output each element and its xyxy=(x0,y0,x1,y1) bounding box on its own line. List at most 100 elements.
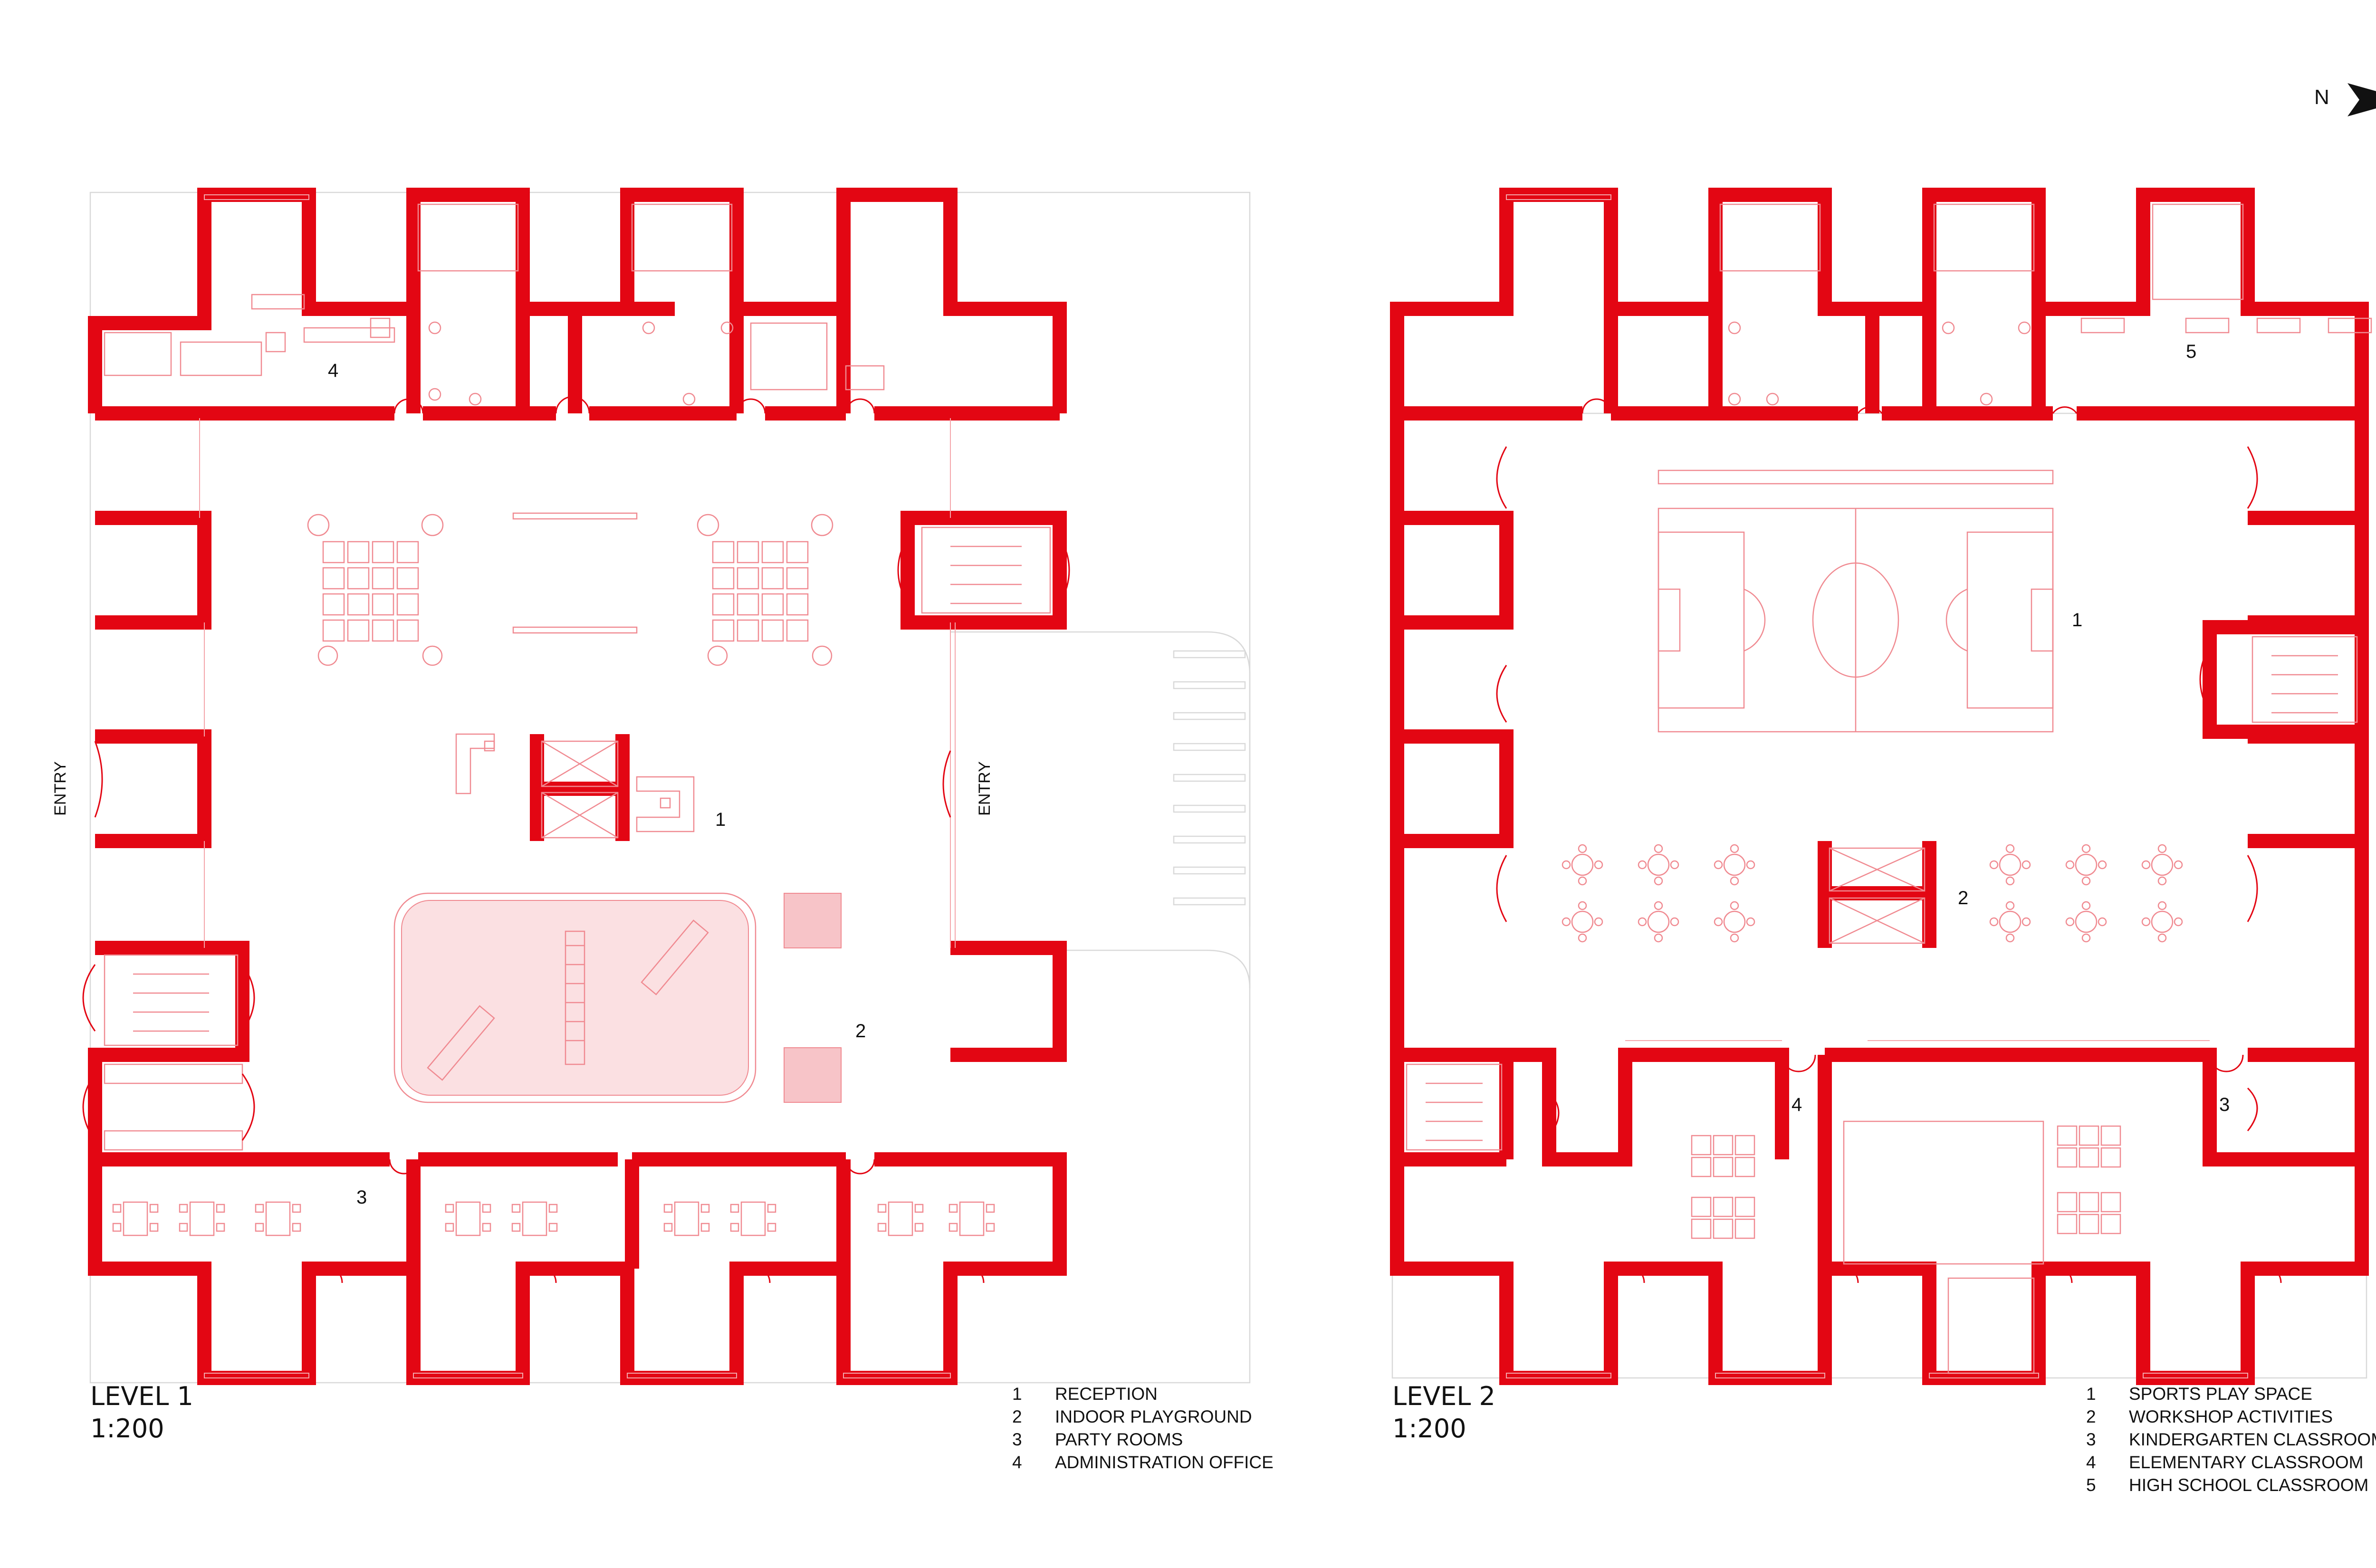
furniture-piece xyxy=(2100,1125,2121,1146)
furniture-piece xyxy=(347,619,370,642)
furniture-piece xyxy=(1691,1157,1712,1177)
furniture-piece xyxy=(1713,1135,1734,1156)
furniture-piece xyxy=(761,593,784,616)
level2-right-notches xyxy=(2203,413,2369,948)
furniture-piece xyxy=(1730,844,1739,853)
furniture-piece xyxy=(372,593,394,616)
level1-glazing xyxy=(199,194,956,1378)
level1-room-number-3: 3 xyxy=(356,1187,367,1208)
furniture-piece xyxy=(2022,860,2031,870)
level2-lower-wing-wall xyxy=(1390,948,2369,1385)
furniture-piece xyxy=(1578,844,1587,853)
furniture-piece xyxy=(948,1204,958,1213)
level2-elevator-shaft xyxy=(1829,847,1926,944)
furniture-piece xyxy=(761,567,784,590)
furniture-piece xyxy=(730,1223,739,1232)
furniture-piece xyxy=(1638,860,1647,870)
furniture-piece xyxy=(322,593,345,616)
furniture-piece xyxy=(317,645,338,666)
furniture-piece xyxy=(2005,901,2015,910)
furniture-piece xyxy=(1594,860,1603,870)
furniture-piece xyxy=(2079,1147,2099,1168)
furniture-piece xyxy=(1714,917,1723,927)
level2-sports-field xyxy=(1657,469,2054,733)
level2-plan xyxy=(1390,188,2372,1385)
furniture-piece xyxy=(1734,1196,1755,1217)
furniture-piece xyxy=(786,567,809,590)
level1-elevator-core xyxy=(530,734,630,841)
level2-room-number-4: 4 xyxy=(1792,1094,1802,1115)
furniture-piece xyxy=(959,1201,985,1236)
furniture-piece xyxy=(2157,901,2167,910)
level1-crosswalk xyxy=(1173,650,1246,906)
north-indicator: N xyxy=(2314,81,2376,119)
furniture-piece xyxy=(1989,917,1999,927)
furniture-piece xyxy=(1713,1218,1734,1239)
furniture-piece xyxy=(663,1204,673,1213)
level1-room-number-1: 1 xyxy=(715,809,726,830)
furniture-piece xyxy=(761,619,784,642)
level2-toilet-fixtures xyxy=(1719,203,2244,406)
furniture-piece xyxy=(255,1223,264,1232)
furniture-piece xyxy=(2157,933,2167,943)
furniture-piece xyxy=(123,1201,148,1236)
furniture-piece xyxy=(2081,933,2091,943)
furniture-piece xyxy=(663,1223,673,1232)
furniture-piece xyxy=(1730,876,1739,886)
furniture-piece xyxy=(2005,844,2015,853)
furniture-piece xyxy=(1670,917,1679,927)
furniture-piece xyxy=(948,1223,958,1232)
level1-doors xyxy=(82,396,1070,1283)
furniture-piece xyxy=(674,1201,699,1236)
furniture-piece xyxy=(740,1201,766,1236)
furniture-piece xyxy=(2174,860,2183,870)
furniture-piece xyxy=(2075,910,2098,933)
furniture-piece xyxy=(372,619,394,642)
level2-room-number-3: 3 xyxy=(2219,1094,2230,1115)
furniture-piece xyxy=(697,514,719,536)
furniture-piece xyxy=(2081,901,2091,910)
furniture-piece xyxy=(322,567,345,590)
furniture-piece xyxy=(2100,1214,2121,1234)
furniture-piece xyxy=(767,1223,776,1232)
furniture-piece xyxy=(1989,860,1999,870)
furniture-piece xyxy=(2157,876,2167,886)
level2-room-number-2: 2 xyxy=(1958,888,1969,908)
furniture-piece xyxy=(786,619,809,642)
level2-top-partitions xyxy=(1397,302,2362,421)
furniture-piece xyxy=(2256,317,2301,334)
furniture-piece xyxy=(2005,876,2015,886)
level1-road-edge xyxy=(950,631,1251,989)
furniture-piece xyxy=(482,1223,491,1232)
furniture-piece xyxy=(372,541,394,564)
level2-elevator-core xyxy=(1818,841,1936,948)
furniture-piece xyxy=(2079,1125,2099,1146)
furniture-piece xyxy=(445,1223,454,1232)
furniture-piece xyxy=(189,1201,215,1236)
furniture-piece xyxy=(2057,1125,2078,1146)
furniture-piece xyxy=(2141,860,2151,870)
furniture-piece xyxy=(1734,1218,1755,1239)
furniture-piece xyxy=(737,593,759,616)
furniture-piece xyxy=(265,1201,291,1236)
furniture-piece xyxy=(1594,917,1603,927)
furniture-piece xyxy=(1562,917,1571,927)
furniture-piece xyxy=(767,1204,776,1213)
level2-left-notches xyxy=(1390,413,1514,948)
furniture-piece xyxy=(511,1204,521,1213)
level1-elevator-shaft xyxy=(541,740,619,839)
furniture-piece xyxy=(712,593,735,616)
level1-room-number-4: 4 xyxy=(328,360,339,381)
level1-right-stair-block xyxy=(901,511,1067,630)
level1-play-mat xyxy=(401,900,749,1096)
furniture-piece xyxy=(2151,910,2174,933)
level1-right-notch xyxy=(950,941,1067,1062)
level1-top-partitions xyxy=(406,302,851,413)
furniture-piece xyxy=(2174,917,2183,927)
furniture-piece xyxy=(1714,860,1723,870)
level1-reception-furniture xyxy=(455,512,695,832)
